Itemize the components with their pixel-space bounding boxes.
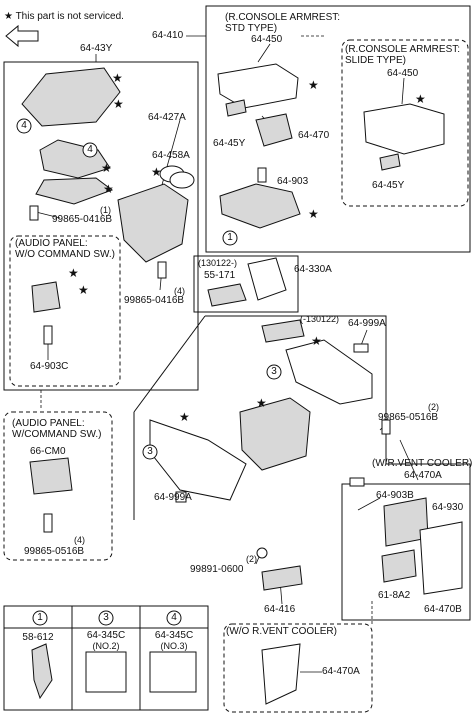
fwd-arrow-icon: [5, 24, 39, 48]
star-mark: ★: [103, 182, 114, 196]
star-mark: ★: [113, 97, 124, 111]
audio-wo-header-line1: (AUDIO PANEL:: [15, 238, 88, 249]
legend-part-64-345c-no3: 64-345C: [154, 630, 194, 641]
rear-console-outline: [205, 315, 471, 520]
slide-armrest-part: [363, 103, 445, 155]
label-64-999a-bottom: 64-999A: [154, 492, 192, 503]
label-64-903b: 64-903B: [376, 490, 414, 501]
star-mark: ★: [101, 161, 112, 175]
star-mark: ★: [68, 266, 79, 280]
label-64-45y-std: 64-45Y: [213, 138, 246, 149]
star-mark: ★: [151, 165, 162, 179]
legend-callout-4: 4: [171, 612, 177, 623]
star-mark: ★: [415, 92, 426, 106]
command-switch-part: [29, 457, 73, 495]
date-from: (130122-): [198, 258, 238, 268]
legend-part-64-345c-no2: 64-345C: [86, 630, 126, 641]
label-99865-0516b-b: 99865-0516B: [378, 412, 439, 423]
legend-note-no3: (NO.3): [160, 641, 188, 651]
center-console-box: [3, 61, 199, 391]
label-64-470a: 64-470A: [404, 470, 442, 481]
fastener-58612: [31, 643, 53, 700]
rear-cover-part: [261, 643, 301, 705]
label-64-45y-slide: 64-45Y: [372, 180, 405, 191]
rear-panel-part: [285, 339, 373, 405]
audio-w-header-line1: (AUDIO PANEL:: [12, 418, 85, 429]
label-99865-0416b-a: 99865-0416B: [52, 214, 113, 225]
label-64-470: 64-470: [298, 130, 330, 141]
callout-1: 1: [227, 232, 233, 243]
legend-box: [3, 605, 209, 711]
label-64-416: 64-416: [264, 604, 296, 615]
date-until: (-130122): [300, 314, 340, 324]
label-64-999a-top: 64-999A: [348, 318, 386, 329]
vent-without-header: (W/O R.VENT COOLER): [226, 626, 337, 637]
slide-header-line2: SLIDE TYPE): [345, 55, 406, 66]
part-shapes: [21, 63, 463, 705]
label-99891-0600: 99891-0600: [190, 564, 244, 575]
legend-callout-1: 1: [37, 612, 43, 623]
audio-wo-header-line2: W/O COMMAND SW.): [15, 249, 115, 260]
slide-type-box: [341, 39, 469, 207]
not-serviced-notice: ★ This part is not serviced.: [4, 11, 124, 22]
audio-w-header-line2: W/COMMAND SW.): [12, 429, 102, 440]
star-mark: ★: [256, 396, 267, 410]
legend-part-58-612: 58-612: [22, 632, 54, 643]
qty-4: (4): [174, 286, 185, 296]
label-61-8a2: 61-8A2: [378, 590, 411, 601]
vent-cooler-box: [341, 483, 471, 621]
star-mark: ★: [112, 71, 123, 85]
qty-1: (1): [100, 205, 111, 215]
callout-3: 3: [147, 446, 153, 457]
bolts: [29, 167, 391, 559]
date-box-130122: [193, 255, 299, 313]
star-mark: ★: [78, 283, 89, 297]
armrest-lid-part: [217, 63, 299, 109]
label-64-470b: 64-470B: [424, 604, 462, 615]
label-66-cm0: 66-CM0: [30, 446, 66, 457]
qty-2b: (2): [246, 554, 257, 564]
audio-w-sw-box: [3, 411, 113, 561]
armrest-box: [205, 5, 471, 253]
label-64-330a: 64-330A: [294, 264, 332, 275]
label-64-458a: 64-458A: [152, 150, 190, 161]
star-mark: ★: [311, 334, 322, 348]
label-64-43y: 64-43Y: [80, 43, 113, 54]
legend-callout-3: 3: [103, 612, 109, 623]
side-panel-part: [149, 419, 247, 501]
star-mark: ★: [308, 78, 319, 92]
no-vent-box: [223, 623, 373, 713]
console-body-part: [239, 397, 311, 471]
cup-holder-part: [117, 183, 189, 263]
star-mark: ★: [308, 207, 319, 221]
std-header-line1: (R.CONSOLE ARMREST:: [225, 12, 341, 23]
label-64-450-std: 64-450: [251, 34, 283, 45]
slide-header-line1: (R.CONSOLE ARMREST:: [345, 44, 461, 55]
vent-with-header: (W/R.VENT COOLER): [372, 458, 473, 469]
label-64-410: 64-410: [152, 30, 184, 41]
label-64-903: 64-903: [277, 176, 309, 187]
std-header-line2: STD TYPE): [225, 23, 278, 34]
label-99865-0516b-a: 99865-0516B: [24, 546, 85, 557]
fwd-label: FWD: [12, 33, 31, 42]
qty-2a: (2): [428, 402, 439, 412]
callout-3: 3: [271, 366, 277, 377]
label-64-450-slide: 64-450: [387, 68, 419, 79]
callout-4: 4: [87, 144, 93, 155]
label-64-930: 64-930: [432, 502, 464, 513]
star-mark: ★: [179, 410, 190, 424]
armrest-base-part: [219, 183, 301, 229]
label-99865-0416b-b: 99865-0416B: [124, 295, 185, 306]
label-64-903c: 64-903C: [30, 361, 69, 372]
callout-circles: [16, 118, 282, 626]
label-64-427a: 64-427A: [148, 112, 186, 123]
shift-panel-part: [21, 67, 121, 127]
qty-4b: (4): [74, 535, 85, 545]
legend-note-no2: (NO.2): [92, 641, 120, 651]
label-55-171: 55-171: [204, 270, 236, 281]
label-64-470a-b: 64-470A: [322, 666, 360, 677]
callout-4: 4: [21, 120, 27, 131]
